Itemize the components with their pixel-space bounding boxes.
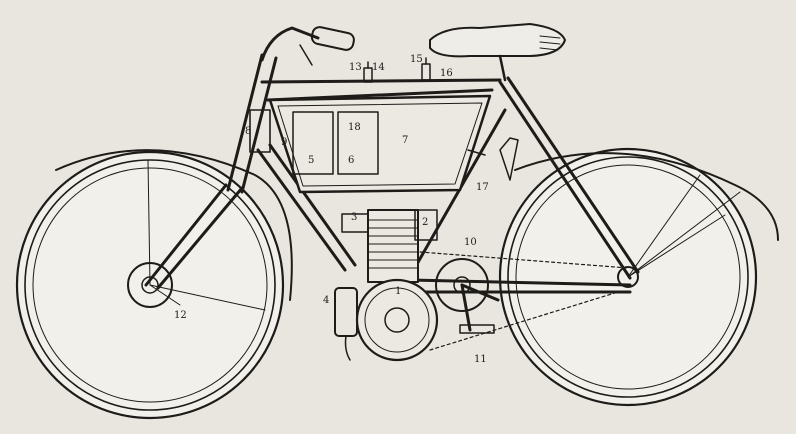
callout-2: 2 — [422, 217, 428, 228]
callout-3: 3 — [351, 212, 357, 223]
callout-12: 12 — [174, 310, 187, 321]
ignition-coil — [334, 287, 358, 361]
control-levers — [363, 57, 431, 83]
callout-labels: 1 2 3 4 5 6 7 8 9 10 11 12 13 14 15 16 1… — [174, 54, 489, 365]
tool-bag — [499, 137, 519, 181]
callout-13: 13 — [349, 62, 362, 73]
rear-mudguard — [514, 152, 779, 241]
callout-4: 4 — [323, 295, 329, 306]
callout-16: 16 — [440, 68, 453, 79]
callout-11: 11 — [474, 354, 487, 365]
steering-head — [249, 109, 271, 153]
callout-1: 1 — [395, 286, 401, 297]
fuel-tank — [268, 94, 492, 194]
callout-8: 8 — [245, 126, 251, 137]
pedal-sprocket — [435, 258, 500, 334]
callout-10: 10 — [464, 237, 477, 248]
front-spokes — [147, 159, 266, 311]
callout-7: 7 — [402, 135, 408, 146]
callout-15: 15 — [410, 54, 423, 65]
callout-9: 9 — [281, 137, 287, 148]
callout-6: 6 — [348, 155, 354, 166]
rear-spokes — [627, 174, 741, 278]
handlebar — [260, 26, 355, 66]
callout-17: 17 — [476, 182, 489, 193]
drive-belt — [419, 251, 629, 351]
callout-18: 18 — [348, 122, 361, 133]
front-mudguard — [55, 149, 293, 301]
callout-14: 14 — [372, 62, 385, 73]
saddle — [429, 23, 566, 82]
engine — [341, 209, 438, 283]
steering-fork — [144, 53, 278, 290]
frame — [256, 76, 640, 294]
callout-5: 5 — [308, 155, 314, 166]
